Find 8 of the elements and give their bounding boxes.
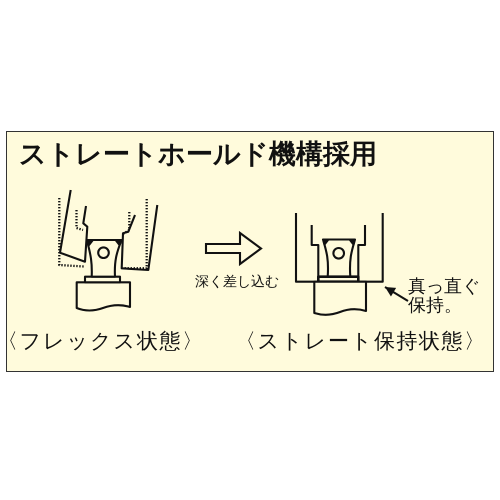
straight-socket-illustration	[294, 211, 385, 317]
edge-label: 深く差し込む	[195, 273, 279, 291]
block-arrow	[204, 230, 263, 266]
leader-arrow	[384, 286, 409, 302]
node-label: 〈フレックス状態〉	[0, 329, 204, 353]
title: ストレートホールド機構採用	[19, 138, 377, 172]
callout-text: 真っ直ぐ保持。	[408, 277, 486, 315]
node-label: 〈ストレート保持状態〉	[235, 329, 486, 353]
